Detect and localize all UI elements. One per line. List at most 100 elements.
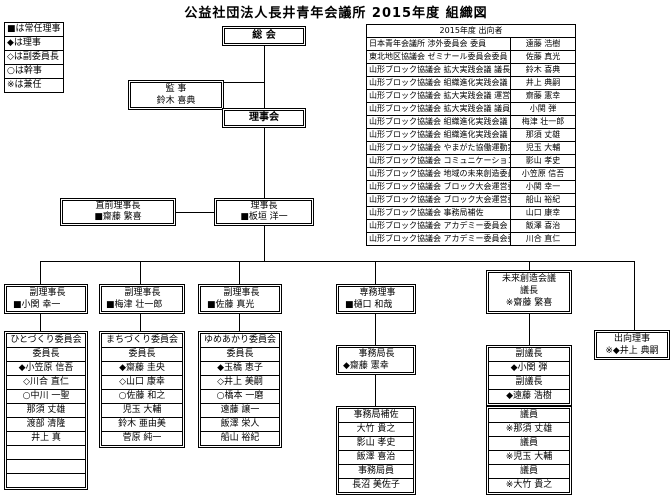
- committee3-title: ゆめあかり委員会: [201, 334, 279, 348]
- connector: [40, 313, 41, 333]
- outbound-director-name: ※◆井上 典嗣: [605, 346, 659, 356]
- list-item: ◇井上 美嗣: [201, 376, 279, 390]
- auditor-box: 監 事 鈴木 喜典: [128, 80, 224, 110]
- name-cell: 小笠原 信吾: [521, 169, 565, 178]
- connector: [375, 313, 376, 347]
- role-cell: 山形ブロック協議会 拡大実践会議 議員: [369, 103, 511, 115]
- name-cell: 山口 康幸: [525, 208, 561, 217]
- vp3-box: 副理事長 ■佐藤 真光: [198, 284, 282, 314]
- table-row: 山形ブロック協議会 組織進化実践会議 総括幹事梅津 壮一郎: [367, 116, 575, 129]
- role-cell: 山形ブロック協議会 ブロック大会運営委員会 委員: [367, 194, 511, 206]
- president-title: 理事長: [250, 201, 278, 211]
- vp3-title: 副理事長: [223, 288, 260, 298]
- connector: [140, 261, 141, 286]
- role-cell: 山形ブロック協議会 地域の未来創造委員会 委員: [367, 168, 511, 180]
- role-cell: 山形ブロック協議会 拡大実践会議 運営幹事: [369, 90, 511, 102]
- name-cell: 川合 直仁: [525, 234, 561, 243]
- vp3-name: ■佐藤 真光: [207, 300, 255, 310]
- secretary-general-title: 事務局長: [358, 349, 395, 359]
- list-item: ◇山口 康幸: [102, 376, 182, 390]
- name-cell: 那須 丈雄: [525, 130, 561, 139]
- vp1-box: 副理事長 ■小関 幸一: [4, 284, 88, 314]
- general-assembly-box: 総 会: [222, 26, 306, 46]
- exec-director-box: 専務理事 ■樋口 和哉: [336, 284, 416, 314]
- secretariat-box: 事務局補佐 大竹 貴之 影山 孝史 飯澤 喜治 事務局員 長沼 美佐子: [336, 406, 416, 495]
- list-item: 事務局補佐: [339, 409, 413, 423]
- connector: [375, 374, 376, 408]
- list-item: 副議長: [489, 348, 569, 362]
- list-item: [7, 460, 85, 474]
- secondment-table: 2015年度 出向者 日本青年会議所 渉外委員会 委員遠藤 浩樹 東北地区協議会…: [366, 24, 576, 246]
- list-item: [7, 446, 85, 460]
- future-meeting-name: ※齋藤 繁喜: [505, 298, 553, 308]
- name-cell: 飯澤 喜治: [525, 221, 561, 230]
- table-row: 山形ブロック協議会 組織進化実践会議 議員那須 丈雄: [367, 129, 575, 142]
- list-item: 遠藤 譲一: [201, 404, 279, 418]
- vp1-name: ■小関 幸一: [13, 300, 61, 310]
- connector: [40, 261, 634, 262]
- list-item: 井上 真: [7, 432, 85, 446]
- list-item: 議員: [489, 465, 569, 479]
- connector: [375, 261, 376, 286]
- table-row: 東北地区協議会 ゼミナール委員会委員 佐藤 真光: [367, 51, 575, 64]
- legend-item: ◆は理事: [5, 37, 63, 51]
- list-item: 長沼 美佐子: [352, 480, 400, 490]
- list-item: ◇川合 直仁: [7, 376, 85, 390]
- name-cell: 小関 幸一: [525, 182, 561, 191]
- list-item: ◆玉橋 恵子: [201, 362, 279, 376]
- list-item: ◆齋藤 圭央: [102, 362, 182, 376]
- legend-item: ■は常任理事: [5, 23, 63, 37]
- role-cell: 東北地区協議会 ゼミナール委員会委員: [367, 51, 511, 63]
- list-item: 委員長: [7, 348, 85, 362]
- name-cell: 佐藤 真光: [525, 52, 561, 61]
- list-item: 議員: [489, 409, 569, 423]
- role-cell: 山形ブロック協議会 やまがた協働運動実践委員会 委員: [367, 142, 511, 154]
- list-item: ※児玉 大輔: [489, 451, 569, 465]
- name-cell: 齋藤 憲幸: [525, 91, 561, 100]
- list-item: 議員: [489, 437, 569, 451]
- future-meeting-role: 議長: [519, 286, 538, 296]
- table-row: 山形ブロック協議会 組織進化実践会議 副議長井上 典嗣: [367, 77, 575, 90]
- role-cell: 山形ブロック協議会 組織進化実践会議 副議長: [367, 77, 511, 89]
- list-item: ◆小関 弾: [489, 362, 569, 376]
- list-item: 飯澤 栄人: [201, 418, 279, 432]
- list-item: ◆遠藤 浩樹: [506, 391, 552, 401]
- legend-item: ◇は副委員長: [5, 51, 63, 65]
- table-row: 山形ブロック協議会 ブロック大会運営委員会 委員船山 裕紀: [367, 194, 575, 207]
- connector: [239, 313, 240, 333]
- prev-president-name: ■齋藤 繁喜: [94, 212, 142, 222]
- connector: [529, 261, 530, 273]
- vp1-title: 副理事長: [29, 288, 66, 298]
- table-row: 日本青年会議所 渉外委員会 委員遠藤 浩樹: [367, 38, 575, 51]
- list-item: ※大竹 貴之: [505, 480, 553, 490]
- connector: [40, 261, 41, 286]
- table-row: 山形ブロック協議会 アカデミー委員会委員川合 直仁: [367, 233, 575, 245]
- board-box: 理事会: [222, 108, 306, 128]
- connector: [264, 224, 265, 261]
- list-item: [7, 474, 85, 487]
- list-item: 委員長: [102, 348, 182, 362]
- table-row: 山形ブロック協議会 拡大実践会議 運営幹事 齋藤 憲幸: [367, 90, 575, 103]
- legend-item: ○は幹事: [5, 65, 63, 79]
- list-item: 渡部 清隆: [7, 418, 85, 432]
- vp2-title: 副理事長: [124, 288, 161, 298]
- table-row: 山形ブロック協議会 地域の未来創造委員会 委員 小笠原 信吾: [367, 168, 575, 181]
- name-cell: 影山 孝史: [525, 156, 561, 165]
- list-item: 鈴木 亜由美: [102, 418, 182, 432]
- name-cell: 児玉 大輔: [525, 143, 561, 152]
- vp2-box: 副理事長 ■梅津 壮一郎: [99, 284, 185, 314]
- name-cell: 小関 弾: [529, 104, 557, 113]
- prev-president-box: 直前理事長 ■齋藤 繁喜: [60, 198, 176, 226]
- list-item: ※那須 丈雄: [489, 423, 569, 437]
- list-item: ○佐藤 和之: [102, 390, 182, 404]
- legend: ■は常任理事 ◆は理事 ◇は副委員長 ○は幹事 ※は兼任: [4, 22, 64, 93]
- role-cell: 山形ブロック協議会 アカデミー委員会 委員: [369, 220, 511, 232]
- table-row: 山形ブロック協議会 拡大実践会議 議員 小関 弾: [367, 103, 575, 116]
- future-vice-box: 副議長 ◆小関 弾 副議長 ◆遠藤 浩樹: [486, 345, 572, 406]
- role-cell: 山形ブロック協議会 ブロック大会運営委員会 委員: [367, 181, 511, 193]
- outbound-director-box: 出向理事 ※◆井上 典嗣: [594, 330, 670, 360]
- table-row: 山形ブロック協議会 ブロック大会運営委員会 委員 小関 幸一: [367, 181, 575, 194]
- list-item: 事務局員: [339, 465, 413, 479]
- list-item: ○中川 一聖: [7, 390, 85, 404]
- list-item: 菅原 純一: [122, 433, 162, 443]
